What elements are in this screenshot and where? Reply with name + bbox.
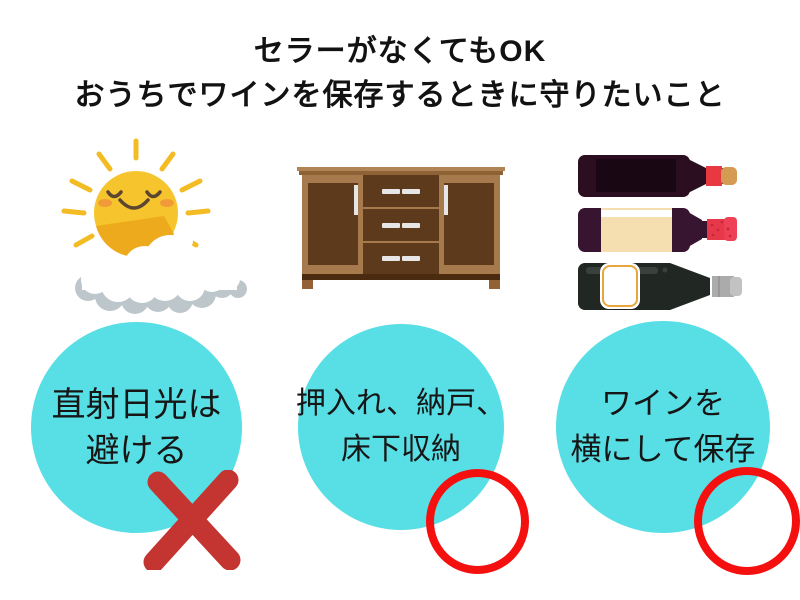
wine-bottles-horizontal-icon [570, 148, 750, 315]
title-line-1: セラーがなくてもOK [253, 35, 547, 68]
cross-mark-icon [142, 469, 244, 575]
wine-bottle-2 [578, 208, 737, 252]
tip-label-line-1: 直射日光は [51, 385, 222, 424]
page-title: セラーがなくてもOK おうちでワインを保存するときに守りたいこと [0, 30, 800, 118]
tip-label-line-1: ワインを [601, 386, 725, 421]
circle-mark-icon [426, 469, 529, 574]
cabinet-icon [296, 167, 506, 294]
title-line-2: おうちでワインを保存するときに守りたいこと [74, 79, 726, 112]
tip-label-line-2: 床下収納 [341, 433, 461, 466]
wine-bottle-1 [578, 155, 737, 197]
tip-label-line-1: 押入れ、納戸、 [295, 387, 507, 420]
tip-label-line-2: 横にして保存 [570, 432, 756, 467]
wine-bottle-3 [578, 263, 742, 310]
sun-behind-cloud-icon [50, 128, 262, 328]
tip-label-line-2: 避ける [85, 431, 188, 470]
circle-mark-icon [694, 467, 800, 575]
